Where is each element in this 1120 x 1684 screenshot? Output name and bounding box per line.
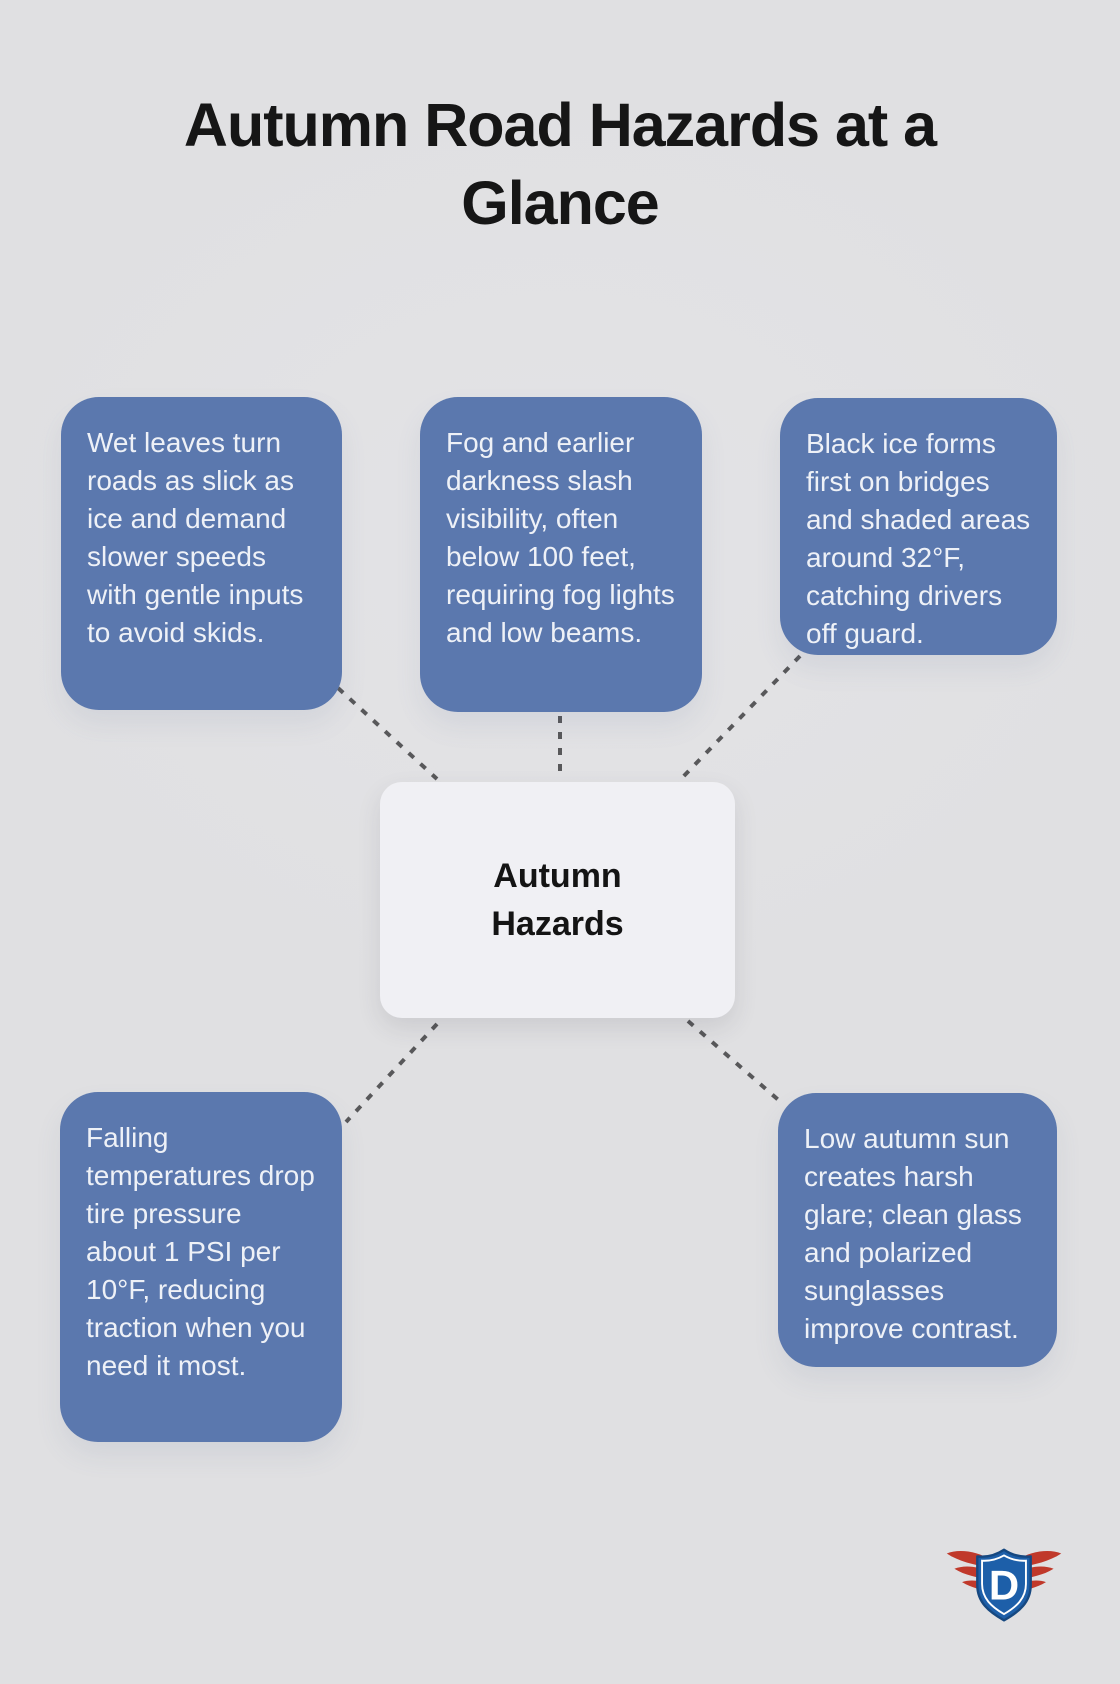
page-title: Autumn Road Hazards at a Glance [183, 91, 937, 237]
hazard-box-tire-pressure: Falling temperatures drop tire pressure … [60, 1092, 342, 1442]
connector-top-right [677, 654, 802, 783]
hazard-text-sun-glare: Low autumn sun creates harsh glare; clea… [804, 1123, 1022, 1344]
logo-letter: D [989, 1561, 1019, 1608]
shield-inner-ring [981, 1554, 1027, 1616]
center-node-label: Autumn Hazards [491, 857, 624, 943]
hazard-text-black-ice: Black ice forms first on bridges and sha… [806, 428, 1031, 649]
hazard-box-black-ice: Black ice forms first on bridges and sha… [780, 398, 1057, 655]
shield-icon [976, 1548, 1032, 1622]
connector-bottom-left [344, 1022, 439, 1124]
hazard-text-fog-darkness: Fog and earlier darkness slash visibilit… [446, 427, 675, 648]
hazard-text-wet-leaves: Wet leaves turn roads as slick as ice an… [87, 427, 304, 648]
shield-wings-logo-icon: D [946, 1548, 1062, 1622]
center-node-autumn-hazards: Autumn Hazards [380, 782, 735, 1018]
hazard-box-wet-leaves: Wet leaves turn roads as slick as ice an… [61, 397, 342, 710]
connector-bottom-right [686, 1019, 785, 1106]
connector-top-left [336, 686, 439, 781]
hazard-box-fog-darkness: Fog and earlier darkness slash visibilit… [420, 397, 702, 712]
hazard-text-tire-pressure: Falling temperatures drop tire pressure … [86, 1122, 315, 1381]
hazard-box-sun-glare: Low autumn sun creates harsh glare; clea… [778, 1093, 1057, 1367]
